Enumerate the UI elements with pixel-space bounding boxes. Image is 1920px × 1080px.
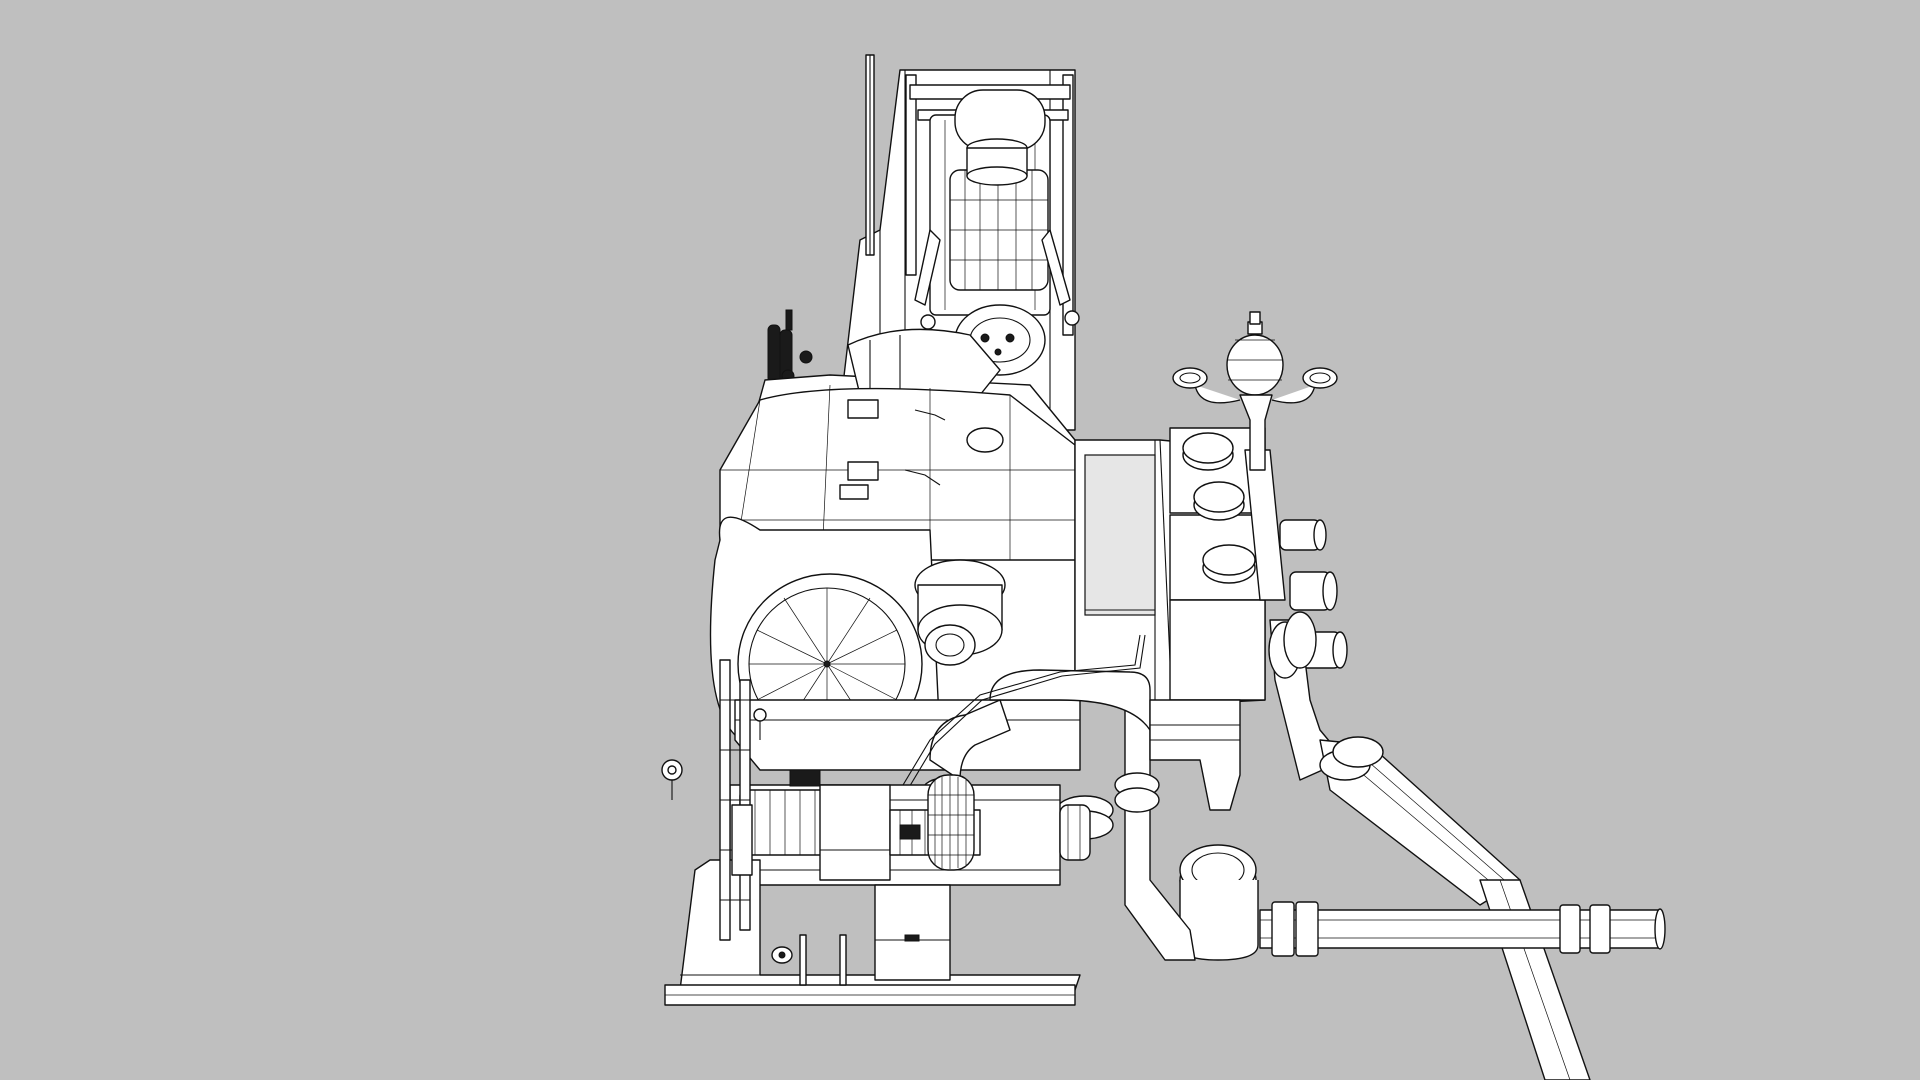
- electric-drive-motor: [729, 769, 1091, 886]
- control-box: [874, 884, 951, 981]
- skid-base-frame: [661, 659, 1241, 1006]
- triplex-pump-power-end: [709, 328, 1081, 771]
- fluid-end-manifold: [1074, 311, 1348, 706]
- gas-cylinders: [767, 309, 813, 386]
